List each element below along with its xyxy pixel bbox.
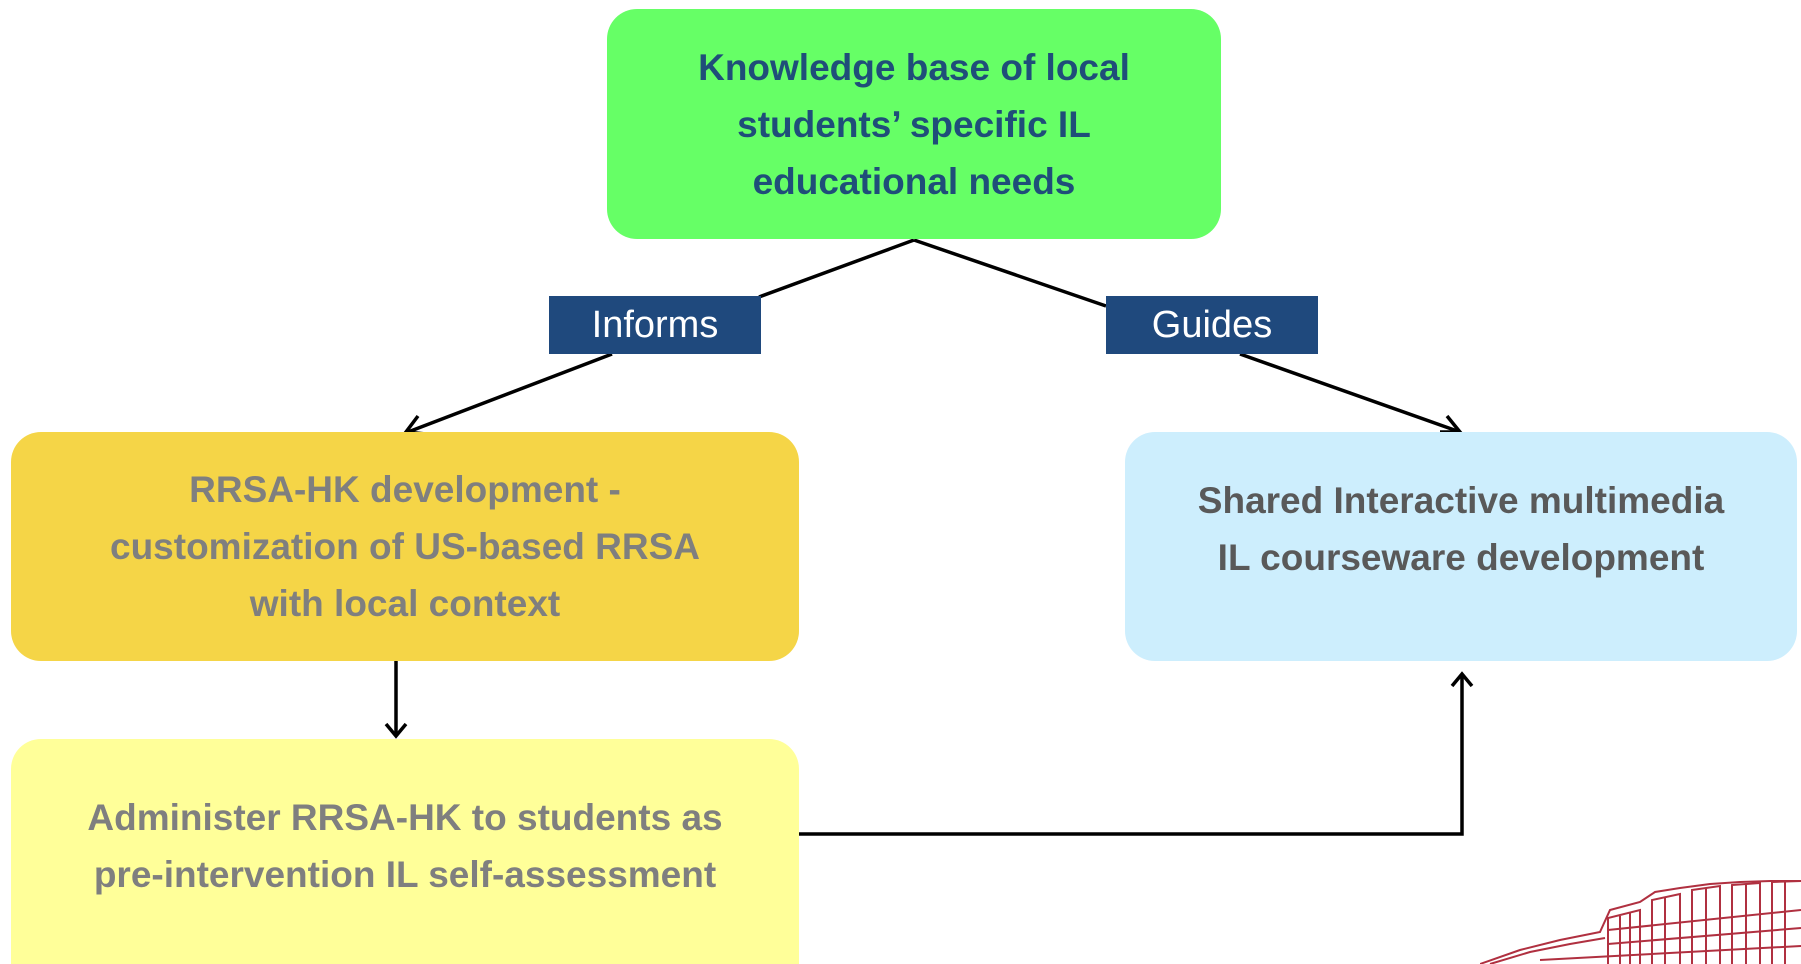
connector-administer-to-courseware (799, 674, 1464, 836)
knowledge-line-3: educational needs (752, 160, 1076, 202)
rrsa-dev-line-1: RRSA-HK development - (189, 469, 621, 510)
rrsa-development-node: RRSA-HK development - customization of U… (11, 432, 799, 661)
connector-guides-upper (913, 238, 1107, 308)
rrsa-dev-line-3: with local context (249, 583, 561, 624)
informs-label: Informs (549, 296, 761, 354)
connector-guides-lower (1239, 352, 1461, 434)
knowledge-line-2: students’ specific IL (737, 103, 1091, 145)
administer-rrsa-node: Administer RRSA-HK to students as pre-in… (11, 739, 799, 964)
arrowhead-courseware (1450, 671, 1474, 688)
knowledge-base-node: Knowledge base of local students’ specif… (607, 9, 1221, 239)
courseware-line-1: Shared Interactive multimedia (1197, 479, 1725, 521)
courseware-line-2: IL courseware development (1217, 536, 1705, 578)
knowledge-line-1: Knowledge base of local (698, 46, 1130, 88)
connector-informs-lower (407, 352, 613, 434)
administer-line-1: Administer RRSA-HK to students as (87, 796, 723, 838)
building-logo-icon (1480, 880, 1801, 964)
courseware-development-node: Shared Interactive multimedia IL coursew… (1125, 432, 1797, 661)
arrowhead-administer (384, 722, 408, 739)
rrsa-dev-line-2: customization of US-based RRSA (110, 526, 700, 567)
guides-label: Guides (1106, 296, 1318, 354)
administer-line-2: pre-intervention IL self-assessment (93, 853, 717, 895)
connector-informs-upper (758, 238, 915, 299)
